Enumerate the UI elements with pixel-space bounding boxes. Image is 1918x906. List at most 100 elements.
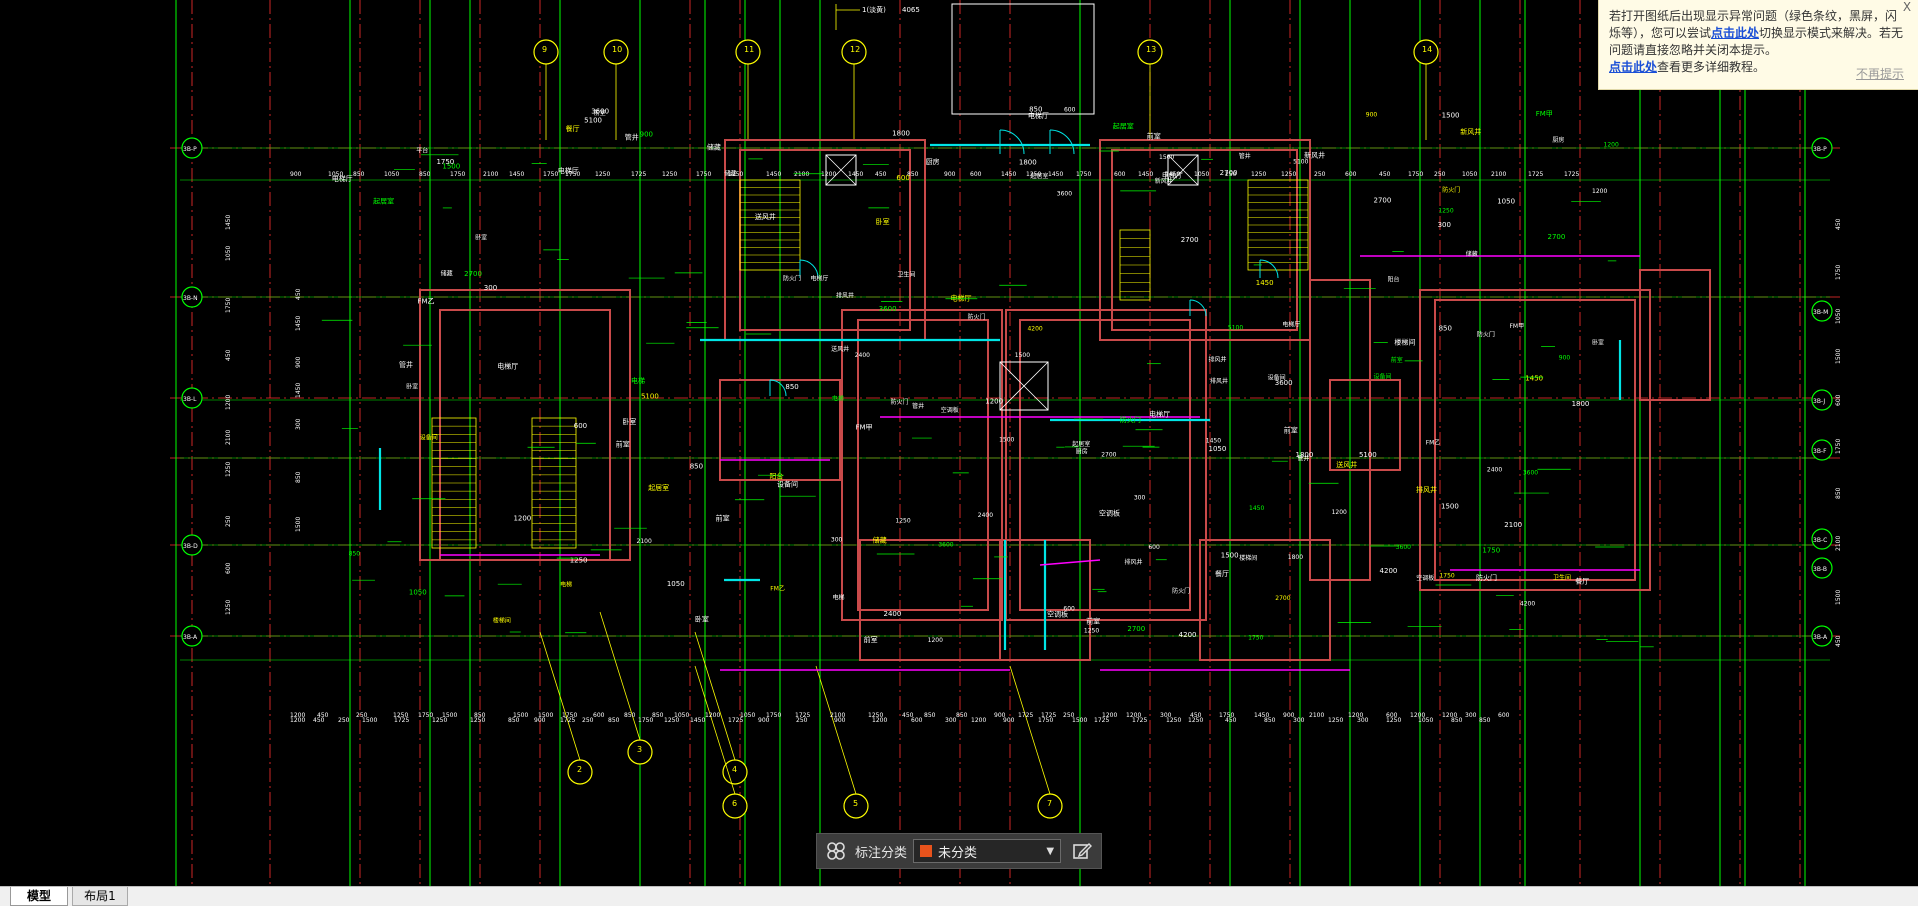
room-label: 1500 — [999, 437, 1014, 444]
axis-bubble-label: 3B-A — [183, 634, 198, 641]
room-label: 管井 — [399, 360, 413, 369]
dimension-text: 850 — [1451, 717, 1463, 724]
room-label: 电梯 — [631, 376, 645, 385]
room-label: 1200 — [985, 398, 1003, 406]
dimension-text: 1250 — [1386, 717, 1401, 724]
room-label: 1800 — [1019, 158, 1037, 166]
room-label: 1200 — [928, 637, 943, 644]
dimension-text: 850 — [508, 717, 520, 724]
dimension-text: 450 — [1379, 171, 1391, 178]
room-label: 850 — [349, 551, 361, 558]
room-label: 平台 — [416, 147, 428, 155]
room-label: 设备间 — [777, 479, 798, 488]
dont-show-again-link[interactable]: 不再提示 — [1855, 67, 1904, 81]
room-label: 排风井 — [1208, 356, 1226, 364]
room-label: 5100 — [1228, 325, 1243, 332]
axis-bubble-label: 3 — [637, 745, 642, 754]
room-label: 1750 — [1482, 546, 1500, 554]
dimension-text: 1450 — [1001, 171, 1016, 178]
cad-drawing[interactable]: 3B-P3B-N3B-L3B-D3B-A3B-P3B-M3B-J3B-F3B-C… — [0, 0, 1918, 886]
dimension-text: 1250 — [595, 171, 610, 178]
dimension-text: 1725 — [1132, 717, 1147, 724]
room-label: 设备间 — [1373, 373, 1391, 381]
dimension-text: 450 — [1190, 712, 1202, 719]
dimension-text: 2100 — [1835, 536, 1842, 551]
dimension-text: 1250 — [1026, 171, 1041, 178]
dimension-text: 900 — [834, 717, 846, 724]
axis-bubble-label: 10 — [612, 45, 622, 54]
room-label: 4200 — [1380, 567, 1398, 575]
room-label: FM乙 — [770, 585, 785, 592]
edit-icon[interactable] — [1071, 840, 1093, 862]
tab-layout-1[interactable]: 布局1 — [72, 887, 128, 906]
wall-outline — [841, 309, 1003, 621]
dimension-text: 1750 — [1835, 265, 1842, 280]
dimension-text: 1250 — [393, 712, 408, 719]
tab-model[interactable]: 模型 — [10, 887, 68, 906]
room-label: 送风井 — [1336, 460, 1357, 469]
door-swing — [1259, 259, 1279, 279]
room-label: 1500 — [1159, 154, 1174, 161]
room-label: 电梯厅 — [1149, 409, 1170, 418]
wall-outline — [1434, 299, 1636, 581]
room-label: 1500 — [1015, 352, 1030, 359]
display-issue-notice: X 若打开图纸后出现显示异常问题（绿色条纹，黑屏，闪烁等），您可以尝试点击此处切… — [1598, 0, 1918, 90]
room-label: 1200 — [1332, 509, 1347, 516]
room-label: 2700 — [1547, 233, 1565, 241]
wall-outline — [1099, 139, 1311, 341]
dimension-text: 2100 — [830, 712, 845, 719]
room-label: 起居室 — [1072, 440, 1090, 448]
room-label: 储藏 — [724, 170, 736, 178]
room-label: 卫生间 — [897, 271, 915, 279]
dimension-text: 900 — [534, 717, 546, 724]
wall-outline — [1329, 379, 1401, 471]
room-label: 空调板 — [941, 406, 959, 414]
dimension-text: 1750 — [1219, 712, 1234, 719]
dimension-text: 850 — [652, 712, 664, 719]
grid-icon[interactable] — [825, 840, 847, 862]
dimension-text: 250 — [1314, 171, 1326, 178]
dimension-text: 1500 — [1835, 590, 1842, 605]
room-label: 前室 — [1284, 426, 1298, 435]
axis-bubble-label: 4 — [732, 765, 737, 774]
room-label: 3600 — [591, 107, 609, 115]
room-label: 卧室 — [475, 233, 487, 241]
dimension-text: 1750 — [1408, 171, 1423, 178]
tutorial-link[interactable]: 点击此处 — [1609, 60, 1658, 74]
room-label: 5100 — [1293, 158, 1308, 165]
room-label: 起居室 — [1113, 121, 1134, 130]
dimension-text: 1750 — [418, 712, 433, 719]
dimension-text: 1050 — [384, 171, 399, 178]
leader-line — [694, 631, 736, 761]
axis-bubble — [1811, 389, 1833, 411]
room-label: 1250 — [1084, 627, 1099, 634]
dimension-text: 1750 — [1038, 717, 1053, 724]
dimension-text: 2100 — [483, 171, 498, 178]
room-label: 1200 — [513, 515, 531, 523]
dimension-text: 900 — [994, 712, 1006, 719]
room-label: 1200 — [1592, 188, 1607, 195]
room-label: 2700 — [464, 270, 482, 278]
dimension-text: 850 — [624, 712, 636, 719]
dimension-text: 450 — [295, 288, 302, 300]
axis-bubble — [1811, 300, 1833, 322]
dimension-text: 600 — [1345, 171, 1357, 178]
switch-display-mode-link[interactable]: 点击此处 — [1711, 26, 1760, 40]
dimension-text: 1725 — [1018, 712, 1033, 719]
dimension-text: 1500 — [1072, 717, 1087, 724]
door-swing — [1189, 299, 1207, 317]
room-label: 电梯 — [560, 580, 572, 588]
room-label: 300 — [1134, 495, 1146, 502]
room-label: 1050 — [409, 589, 427, 597]
dimension-text: 850 — [1835, 487, 1842, 499]
room-label: 4200 — [1179, 631, 1197, 639]
close-icon[interactable]: X — [1902, 0, 1912, 14]
room-label: 1750 — [436, 158, 454, 166]
room-label: 空调板 — [1047, 610, 1068, 619]
room-label: 2400 — [978, 512, 993, 519]
dimension-text: 600 — [1114, 171, 1126, 178]
room-label: 1800 — [1572, 400, 1590, 408]
room-label: 厨房 — [1076, 447, 1088, 455]
annotation-category-dropdown[interactable]: 未分类 ▼ — [913, 839, 1062, 863]
